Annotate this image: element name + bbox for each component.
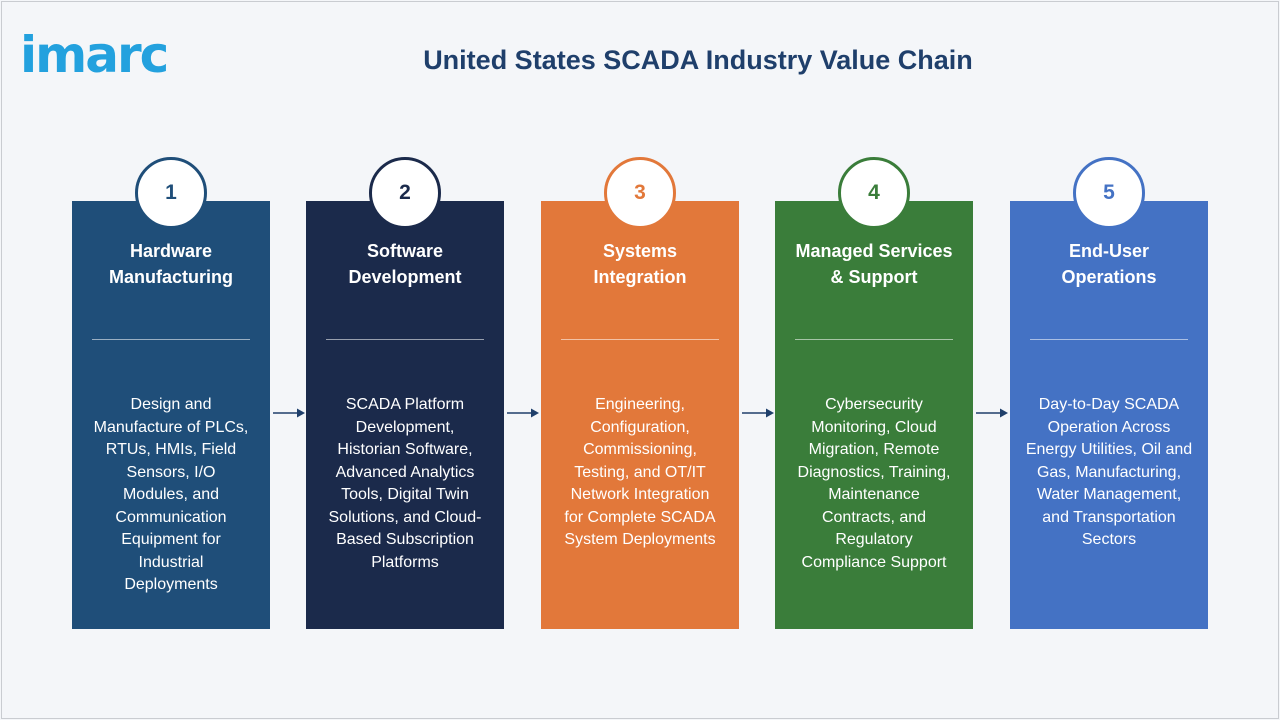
stage-description-line: Historian Software, [337,441,473,458]
stage-description-line: Monitoring, Cloud [811,418,937,436]
stage-title-line: Development [348,267,462,287]
stage-description-line: Contracts, and [821,508,927,526]
stage-description-line: Regulatory [835,531,913,548]
stage-description-line: Equipment for [121,531,221,548]
stage-description-line: System Deployments [564,531,716,548]
stage-divider [795,339,953,340]
stage-title-line: & Support [830,267,918,287]
stage-description-line: Day-to-Day SCADA [1038,396,1180,413]
stage-description-line: Network Integration [570,486,710,503]
flow-arrow-icon [273,408,305,418]
flow-arrow-icon [507,408,539,418]
stage-divider [561,339,719,340]
stage-description-line: Solutions, and Cloud- [328,508,482,526]
stage-description-line: Compliance Support [801,553,947,571]
stage-description-line: Testing, and OT/IT [574,463,706,481]
stage-divider [92,339,250,340]
stage-description-line: Operation Across [1047,418,1171,436]
stage-divider [1030,339,1188,340]
stage-description-line: and Transportation [1042,508,1176,526]
stage-description-line: RTUs, HMIs, Field [105,441,237,458]
stage-title-line: Operations [1061,267,1157,287]
stage-description-line: SCADA Platform [345,396,465,413]
stage-description-line: Platforms [371,553,439,571]
stage-description-line: for Complete SCADA [564,508,716,526]
page-title: United States SCADA Industry Value Chain [423,45,973,75]
stage-description-line: Water Management, [1036,486,1182,503]
stage-description-line: Deployments [124,576,218,593]
stage-title: Managed Services & Support [775,238,973,290]
stage-description-line: Modules, and [122,486,220,503]
stage-description-line: Manufacture of PLCs, [93,418,249,436]
stage-number-badge: 5 [1073,157,1145,229]
stage-description-line: Cybersecurity [825,396,923,413]
stage-number-badge: 4 [838,157,910,229]
stage-description-line: Commissioning, [583,441,697,458]
stage-description-line: Maintenance [828,486,920,503]
stage-description-line: Engineering, [595,396,685,413]
stage-description-line: Sectors [1081,531,1137,548]
stage-number-badge: 2 [369,157,441,229]
stage-title-line: Hardware [129,241,213,261]
stage-description-line: Based Subscription [336,531,474,548]
stage-title-line: Software [366,241,444,261]
stage-number-badge: 1 [135,157,207,229]
stage-description-line: Diagnostics, Training, [797,463,951,481]
flow-arrow-icon [976,408,1008,418]
stage-title-line: Systems [602,241,678,261]
stage-description-line: Configuration, [590,418,690,436]
stage-description-line: Energy Utilities, Oil and [1025,441,1193,458]
stage-title-line: Managed Services [795,241,953,261]
stage-description-line: Advanced Analytics [335,463,475,481]
stage-title-line: Integration [593,267,687,287]
stage-description-line: Tools, Digital Twin [341,486,469,503]
stage-description-line: Design and [130,396,212,413]
stage-description-line: Development, [355,418,455,436]
stage-number-badge: 3 [604,157,676,229]
stage-description-line: Gas, Manufacturing, [1036,463,1182,481]
stage-title-line: Manufacturing [109,267,233,287]
stage-description-line: Industrial [138,553,204,571]
flow-arrow-icon [742,408,774,418]
stage-description-line: Communication [115,508,227,526]
stage-description: Engineering, Configuration, Commissioning,… [555,394,725,552]
stage-description-line: Sensors, I/O [126,463,216,481]
stage-title-line: End-User [1068,241,1149,261]
stage-description-line: Migration, Remote [808,441,940,458]
imarc-logo: imarc [20,26,169,84]
stage-divider [326,339,484,340]
